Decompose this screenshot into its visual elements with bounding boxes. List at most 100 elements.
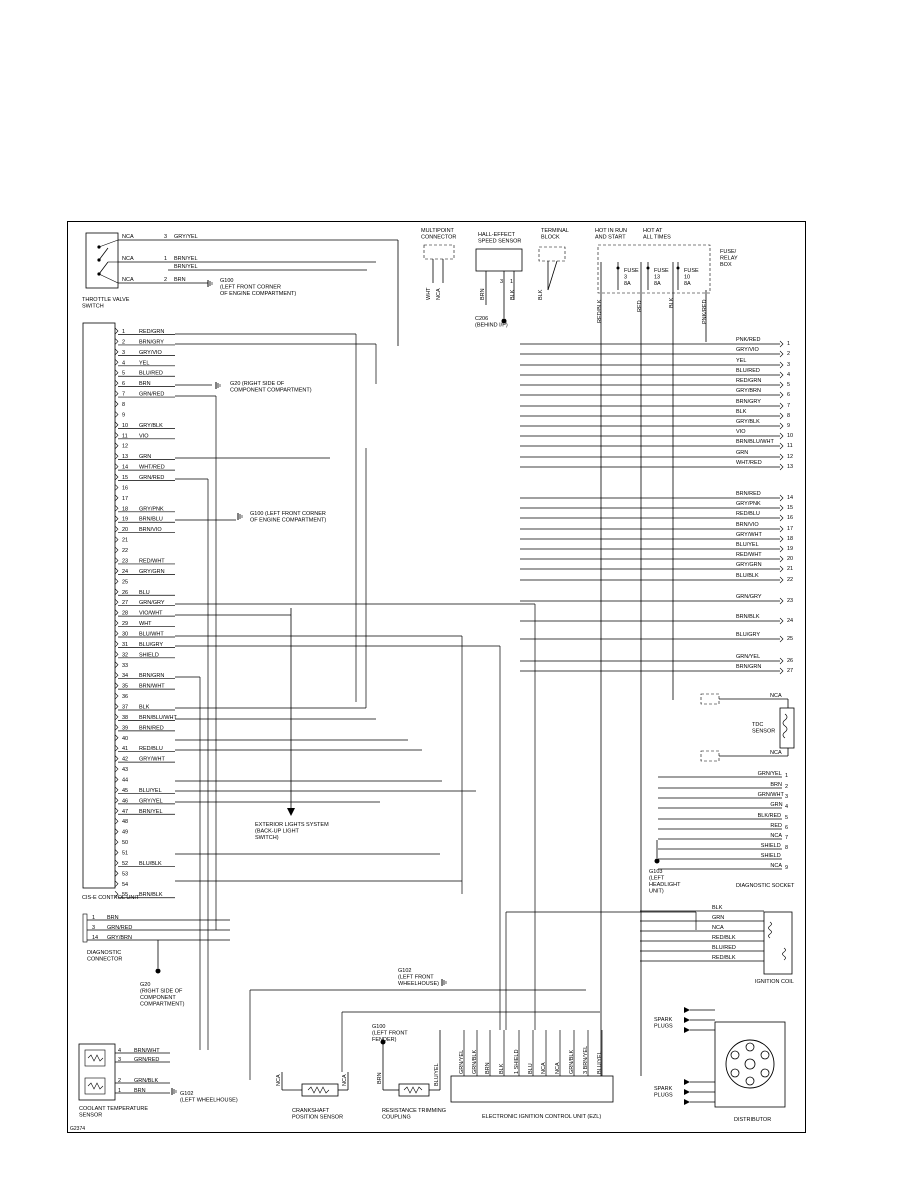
mp-pin-14: 14 <box>787 495 793 501</box>
cis-wire-10: GRY/BLK <box>139 423 163 429</box>
diag-socket-pin-9: 9 <box>785 865 788 871</box>
crank-wire-1: NCA <box>276 1074 282 1086</box>
ezl-wire-3: BRN <box>485 1062 491 1074</box>
ground-icon <box>237 513 243 520</box>
cis-pin-21: 21 <box>122 538 128 544</box>
trim-wire-1: BRN <box>377 1072 383 1084</box>
diagram-frame <box>67 221 806 1133</box>
diag-socket-wire-6: RED <box>770 823 782 829</box>
cis-wire-6: BRN <box>139 381 151 387</box>
top-wire-8: BLK <box>669 297 675 308</box>
mp-wire-3: YEL <box>736 358 746 364</box>
cis-pin-7: 7 <box>122 392 125 398</box>
cis-pin-23: 23 <box>122 558 128 564</box>
throttle-wire-4-color: BRN <box>174 277 186 283</box>
coolant-pin-4: 4 <box>118 1048 121 1054</box>
cis-pin-25: 25 <box>122 579 128 585</box>
cis-pin-4: 4 <box>122 360 125 366</box>
mp-wire-17: BRN/VIO <box>736 522 759 528</box>
mp-pin-5: 5 <box>787 382 790 388</box>
distributor-label: DISTRIBUTOR <box>734 1117 771 1123</box>
cis-pin-31: 31 <box>122 642 128 648</box>
mp-pin-22: 22 <box>787 577 793 583</box>
diag-socket-wire-4: GRN <box>770 802 782 808</box>
wire-routes <box>175 333 697 1080</box>
cis-pin-53: 53 <box>122 871 128 877</box>
cis-pin-39: 39 <box>122 725 128 731</box>
diag-socket-pin-5: 5 <box>785 815 788 821</box>
mp-wire-11: BRN/BLU/WHT <box>736 439 775 445</box>
cis-wire-52: BLU/BLK <box>139 861 162 867</box>
top-wire-2: NCA <box>436 288 442 300</box>
diag-socket-wire-1: GRN/YEL <box>758 771 782 777</box>
mp-wire-8: BLK <box>736 409 747 415</box>
distributor: DISTRIBUTOR <box>714 1021 786 1123</box>
coolant-pin-3: 3 <box>118 1057 121 1063</box>
cis-pin-38: 38 <box>122 715 128 721</box>
ignition-coil: IGNITION COIL <box>755 911 794 985</box>
cis-wire-13: GRN <box>139 454 151 460</box>
cis-pin-15: 15 <box>122 475 128 481</box>
trim-wire-2: BLU/YEL <box>434 1063 440 1086</box>
ignition-wire-5: BLU/RED <box>712 945 736 951</box>
ignition-wire-6: RED/BLK <box>712 955 736 961</box>
ignition-coil-label: IGNITION COIL <box>755 979 794 985</box>
ignition-wire-4: RED/BLK <box>712 935 736 941</box>
mp-wire-24: BRN/BLK <box>736 614 760 620</box>
diag-socket-pin-3: 3 <box>785 794 788 800</box>
cis-wire-38: BRN/BLU/WHT <box>139 715 178 721</box>
figure-id: G2374 <box>70 1126 85 1132</box>
mp-wire-7: BRN/GRY <box>736 399 761 405</box>
mp-wire-5: RED/GRN <box>736 378 761 384</box>
diag-socket-pin-2: 2 <box>785 784 788 790</box>
coolant-pin-1: 1 <box>118 1088 121 1094</box>
diag-socket-pin-6: 6 <box>785 825 788 831</box>
cis-pin-47: 47 <box>122 809 128 815</box>
cis-wire-32: SHIELD <box>139 652 159 658</box>
cis-wire-45: BLU/YEL <box>139 788 162 794</box>
mp-pin-7: 7 <box>787 403 790 409</box>
cis-wire-28: VIO/WHT <box>139 611 163 617</box>
cis-pin-22: 22 <box>122 548 128 554</box>
cis-pin-24: 24 <box>122 569 128 575</box>
cis-pin-5: 5 <box>122 371 125 377</box>
cis-wire-30: BLU/WHT <box>139 631 164 637</box>
mp-wire-4: BLU/RED <box>736 368 760 374</box>
cis-pin-16: 16 <box>122 485 128 491</box>
hall-pin-3: 3 <box>500 279 503 285</box>
cis-wire-7: GRN/RED <box>139 392 164 398</box>
ezl-wire-8: NCA <box>555 1062 561 1074</box>
cis-pin-41: 41 <box>122 746 128 752</box>
mp-pin-25: 25 <box>787 636 793 642</box>
mp-wire-27: BRN/GRN <box>736 664 761 670</box>
throttle-wire-1-color: GRY/YEL <box>174 234 198 240</box>
cis-pin-35: 35 <box>122 684 128 690</box>
cis-wire-39: BRN/RED <box>139 725 164 731</box>
diag-socket-wire-5: BLK/RED <box>758 813 782 819</box>
cis-wire-26: BLU <box>139 590 150 596</box>
mp-pin-13: 13 <box>787 464 793 470</box>
cis-wire-29: WHT <box>139 621 152 627</box>
mp-pin-10: 10 <box>787 433 793 439</box>
mp-pin-1: 1 <box>787 341 790 347</box>
diag-socket-pin-7: 7 <box>785 835 788 841</box>
mp-pin-12: 12 <box>787 454 793 460</box>
ground-icon <box>441 979 447 986</box>
mp-pin-3: 3 <box>787 362 790 368</box>
throttle-wire-2-pin: 1 <box>164 256 167 262</box>
